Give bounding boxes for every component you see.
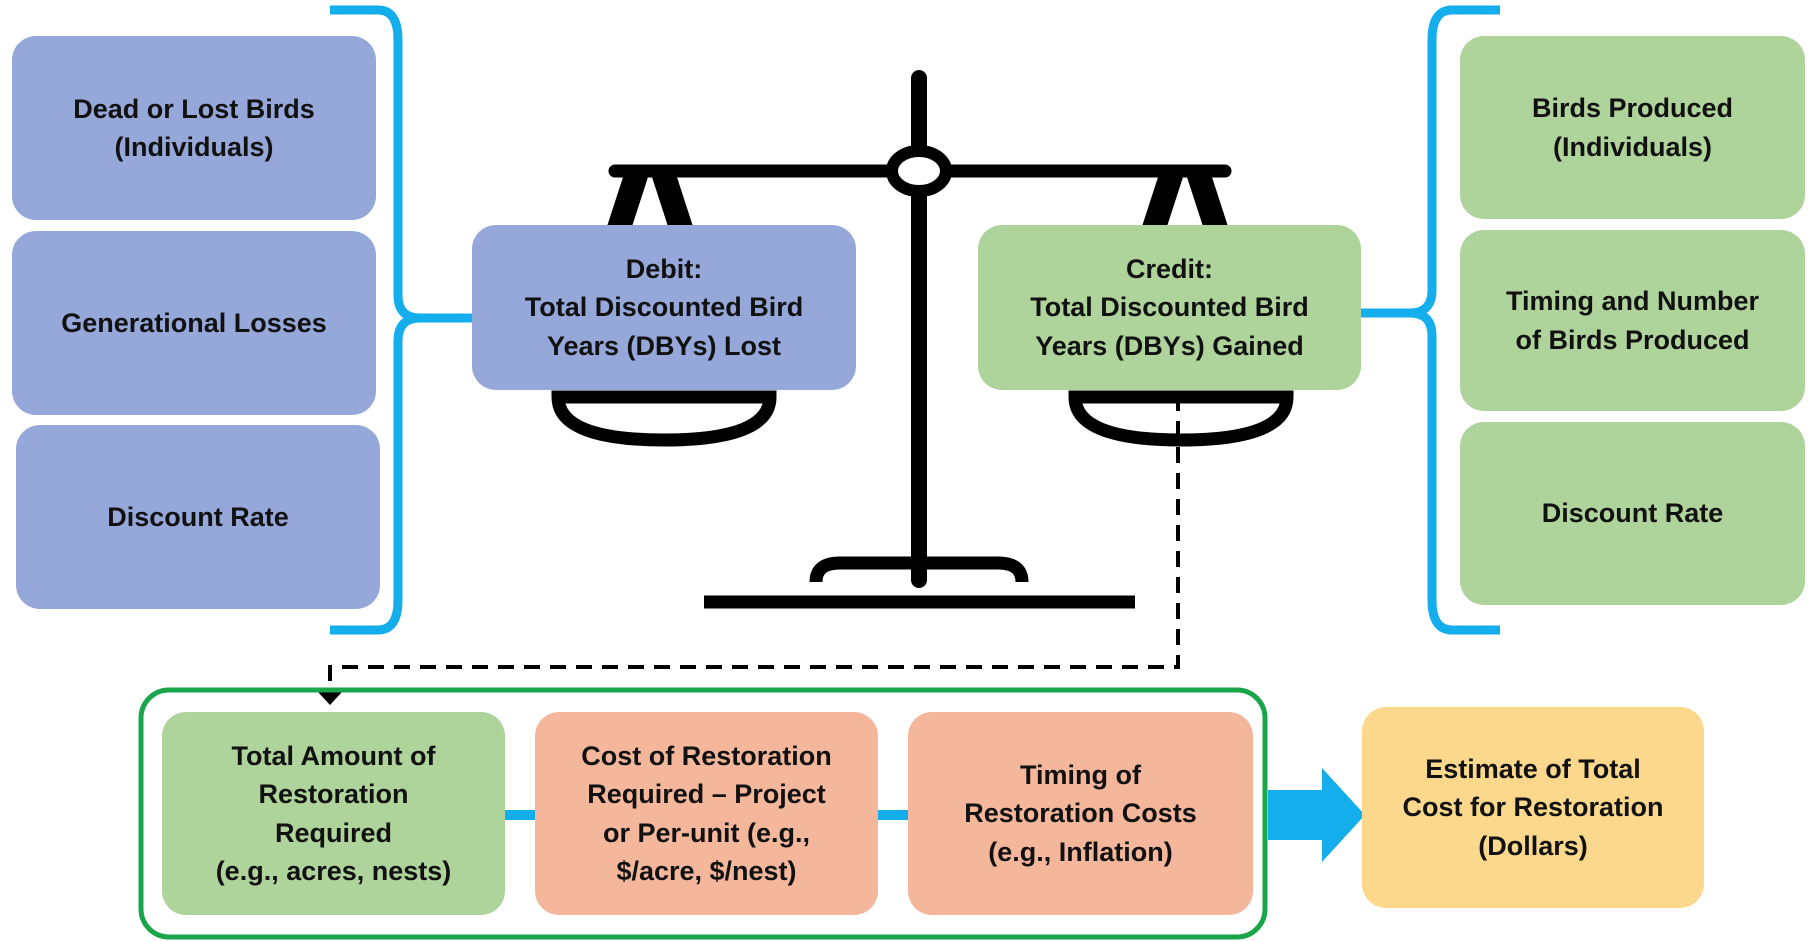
right-factor-birds-produced: Birds Produced (Individuals): [1460, 36, 1805, 219]
right-factor-timing-number: Timing and Number of Birds Produced: [1460, 230, 1805, 411]
debit-box: Debit: Total Discounted Bird Years (DBYs…: [472, 225, 856, 390]
balance-scale-icon: [551, 70, 1294, 609]
step-cost-restoration: Cost of Restoration Required – Project o…: [535, 712, 878, 915]
credit-box: Credit: Total Discounted Bird Years (DBY…: [978, 225, 1361, 390]
result-total-cost: Estimate of Total Cost for Restoration (…: [1362, 707, 1704, 908]
dashed-arrow-head: [318, 692, 342, 705]
dashed-arrow: [328, 395, 1180, 695]
left-factor-discount-rate: Discount Rate: [16, 425, 380, 609]
left-factor-dead-lost-birds: Dead or Lost Birds (Individuals): [12, 36, 376, 220]
right-factor-discount-rate: Discount Rate: [1460, 422, 1805, 605]
step-timing-costs: Timing of Restoration Costs (e.g., Infla…: [908, 712, 1253, 915]
step-total-restoration: Total Amount of Restoration Required (e.…: [162, 712, 505, 915]
restoration-group: [138, 687, 1268, 940]
result-arrow: [1268, 768, 1365, 862]
left-factor-generational-losses: Generational Losses: [12, 231, 376, 415]
